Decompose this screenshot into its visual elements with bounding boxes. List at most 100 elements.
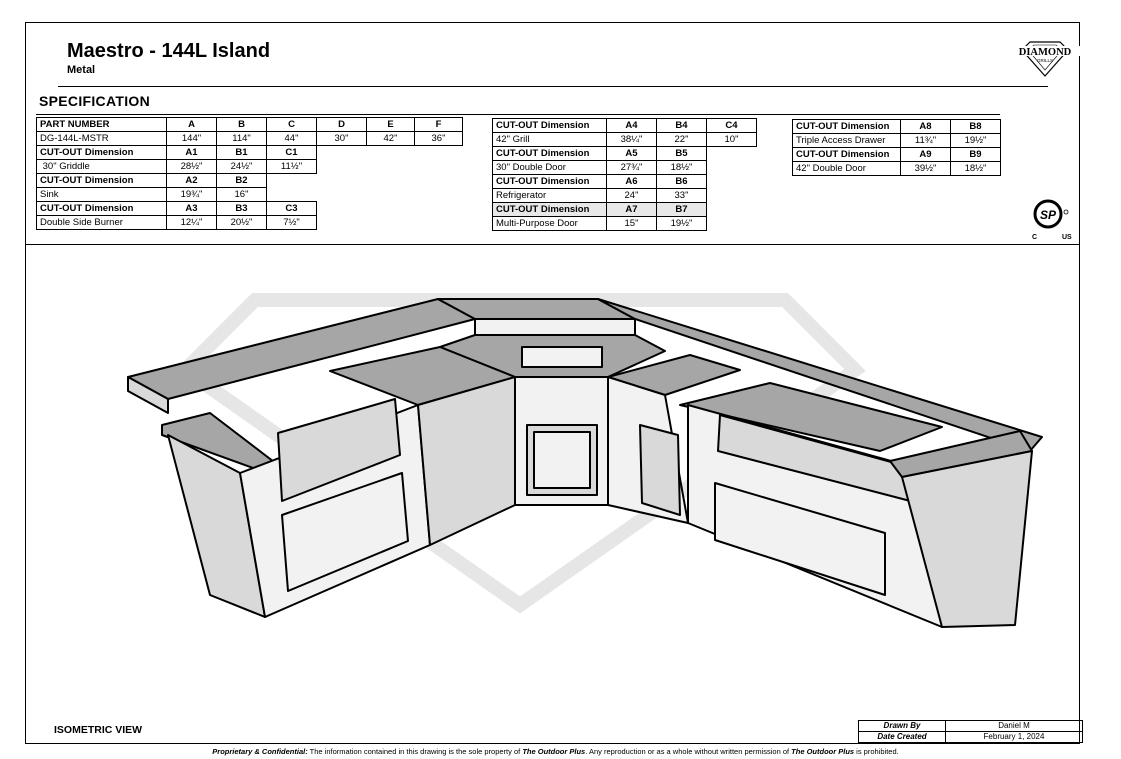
page-subtitle: Metal <box>67 64 96 76</box>
footer-text: The information contained in this drawin… <box>307 747 523 756</box>
footer-company: The Outdoor Plus <box>791 747 855 756</box>
cutout-header-row: CUT-OUT Dimension A1 B1 C1 <box>36 145 463 160</box>
back-center-face <box>474 318 636 336</box>
header-cell: CUT-OUT Dimension <box>492 118 607 133</box>
header-cell: A6 <box>606 174 657 189</box>
table-cell: 24" <box>606 188 657 203</box>
header-cell: A8 <box>900 119 951 134</box>
csa-left: C <box>1032 234 1037 241</box>
header-cell: A2 <box>166 173 217 188</box>
cutout-row: 30" Double Door 27¾" 18½" <box>492 160 757 175</box>
cutout-header-row: CUT-OUT Dimension A7 B7 <box>492 202 757 217</box>
table-cell: 36" <box>414 131 463 146</box>
header-cell: CUT-OUT Dimension <box>36 201 167 216</box>
header-cell: CUT-OUT Dimension <box>492 174 607 189</box>
table-cell: 11¾" <box>900 133 951 148</box>
csa-mark: SP <box>1040 208 1057 222</box>
table-cell: 11½" <box>266 159 317 174</box>
table-cell: Refrigerator <box>492 188 607 203</box>
table-cell: 30" Griddle <box>36 159 167 174</box>
table-cell: 39½" <box>900 161 951 176</box>
date-value: February 1, 2024 <box>945 731 1083 743</box>
cutout-row: Double Side Burner 12¼" 20½" 7½" <box>36 215 463 230</box>
table-cell: Multi-Purpose Door <box>492 216 607 231</box>
table-cell: 42" <box>366 131 415 146</box>
part-row: DG-144L-MSTR 144" 114" 44" 30" 42" 36" <box>36 131 463 146</box>
cutout-row: Sink 19¾" 16" <box>36 187 463 202</box>
part-header-row: PART NUMBER A B C D E F <box>36 117 463 132</box>
cutout-header-row: CUT-OUT Dimension A2 B2 <box>36 173 463 188</box>
drawn-by-value: Daniel M <box>945 720 1083 732</box>
center-door-inner <box>533 431 591 489</box>
footer-disclaimer: Proprietary & Confidential: The informat… <box>0 747 1111 756</box>
cutout-row: 30" Griddle 28½" 24½" 11½" <box>36 159 463 174</box>
table-cell: Double Side Burner <box>36 215 167 230</box>
footer-lead: Proprietary & Confidential: <box>212 747 308 756</box>
header-cell: C <box>266 117 317 132</box>
header-cell: PART NUMBER <box>36 117 167 132</box>
left-lower-opening <box>281 472 409 592</box>
header-cell: B7 <box>656 202 707 217</box>
footer-text: . Any reproduction or as a whole without… <box>585 747 792 756</box>
header-cell: C4 <box>706 118 757 133</box>
cutout-row: Triple Access Drawer 11¾" 19½" <box>792 133 1001 148</box>
footer-company: The Outdoor Plus <box>522 747 586 756</box>
header-cell: CUT-OUT Dimension <box>36 173 167 188</box>
table-cell: 7½" <box>266 215 317 230</box>
header-cell: A4 <box>606 118 657 133</box>
cutout-row: Refrigerator 24" 33" <box>492 188 757 203</box>
cutout-header-row: CUT-OUT Dimension A4 B4 C4 <box>492 118 757 133</box>
table-cell: 42" Double Door <box>792 161 901 176</box>
header-cell: F <box>414 117 463 132</box>
center-cabinet-left <box>417 376 516 546</box>
cutout-row: 42" Grill 38¼" 22" 10" <box>492 132 757 147</box>
drawn-by-row: Drawn By Daniel M <box>858 720 1083 732</box>
header-cell: CUT-OUT Dimension <box>792 147 901 162</box>
table-cell: 144" <box>166 131 217 146</box>
spec-table-drawer: CUT-OUT Dimension A8 B8 Triple Access Dr… <box>792 119 1001 176</box>
header-cell: B6 <box>656 174 707 189</box>
table-cell: 20½" <box>216 215 267 230</box>
header-divider <box>58 86 1048 87</box>
header-cell: B <box>216 117 267 132</box>
drawer-opening <box>639 424 681 516</box>
table-cell: 18½" <box>656 160 707 175</box>
table-cell: 22" <box>656 132 707 147</box>
page-title: Maestro - 144L Island <box>67 40 271 62</box>
csa-right: US <box>1062 234 1072 241</box>
cutout-header-row: CUT-OUT Dimension A8 B8 <box>792 119 1001 134</box>
table-cell: 16" <box>216 187 267 202</box>
section-divider <box>36 114 1000 115</box>
table-cell: 15" <box>606 216 657 231</box>
title-block: Drawn By Daniel M Date Created February … <box>858 720 1083 743</box>
table-cell: 12¼" <box>166 215 217 230</box>
right-end-face <box>901 450 1033 628</box>
section-heading: SPECIFICATION <box>39 93 150 109</box>
drawing-frame <box>25 22 1080 744</box>
header-cell: B1 <box>216 145 267 160</box>
header-cell: B9 <box>950 147 1001 162</box>
header-cell: A9 <box>900 147 951 162</box>
spec-table-grill: CUT-OUT Dimension A4 B4 C4 42" Grill 38¼… <box>492 118 757 231</box>
table-cell: 44" <box>266 131 317 146</box>
right-lower-opening <box>714 482 886 596</box>
header-cell: B5 <box>656 146 707 161</box>
header-cell: A1 <box>166 145 217 160</box>
table-cell: 30" <box>316 131 367 146</box>
date-row: Date Created February 1, 2024 <box>858 731 1083 743</box>
footer-text: is prohibited. <box>854 747 899 756</box>
right-long-top <box>679 382 943 452</box>
logo-wordmark: DIAMOND <box>1019 47 1072 58</box>
table-cell: 19½" <box>950 133 1001 148</box>
header-cell: B8 <box>950 119 1001 134</box>
part-number: DG-144L-MSTR <box>36 131 167 146</box>
table-cell: 24½" <box>216 159 267 174</box>
cutout-row: Multi-Purpose Door 15" 19½" <box>492 216 757 231</box>
grill-cutout <box>521 346 603 368</box>
cutout-header-row: CUT-OUT Dimension A5 B5 <box>492 146 757 161</box>
drawing-divider <box>26 244 1080 245</box>
header-cell: C3 <box>266 201 317 216</box>
table-cell: 10" <box>706 132 757 147</box>
table-cell: Triple Access Drawer <box>792 133 901 148</box>
table-cell: 28½" <box>166 159 217 174</box>
